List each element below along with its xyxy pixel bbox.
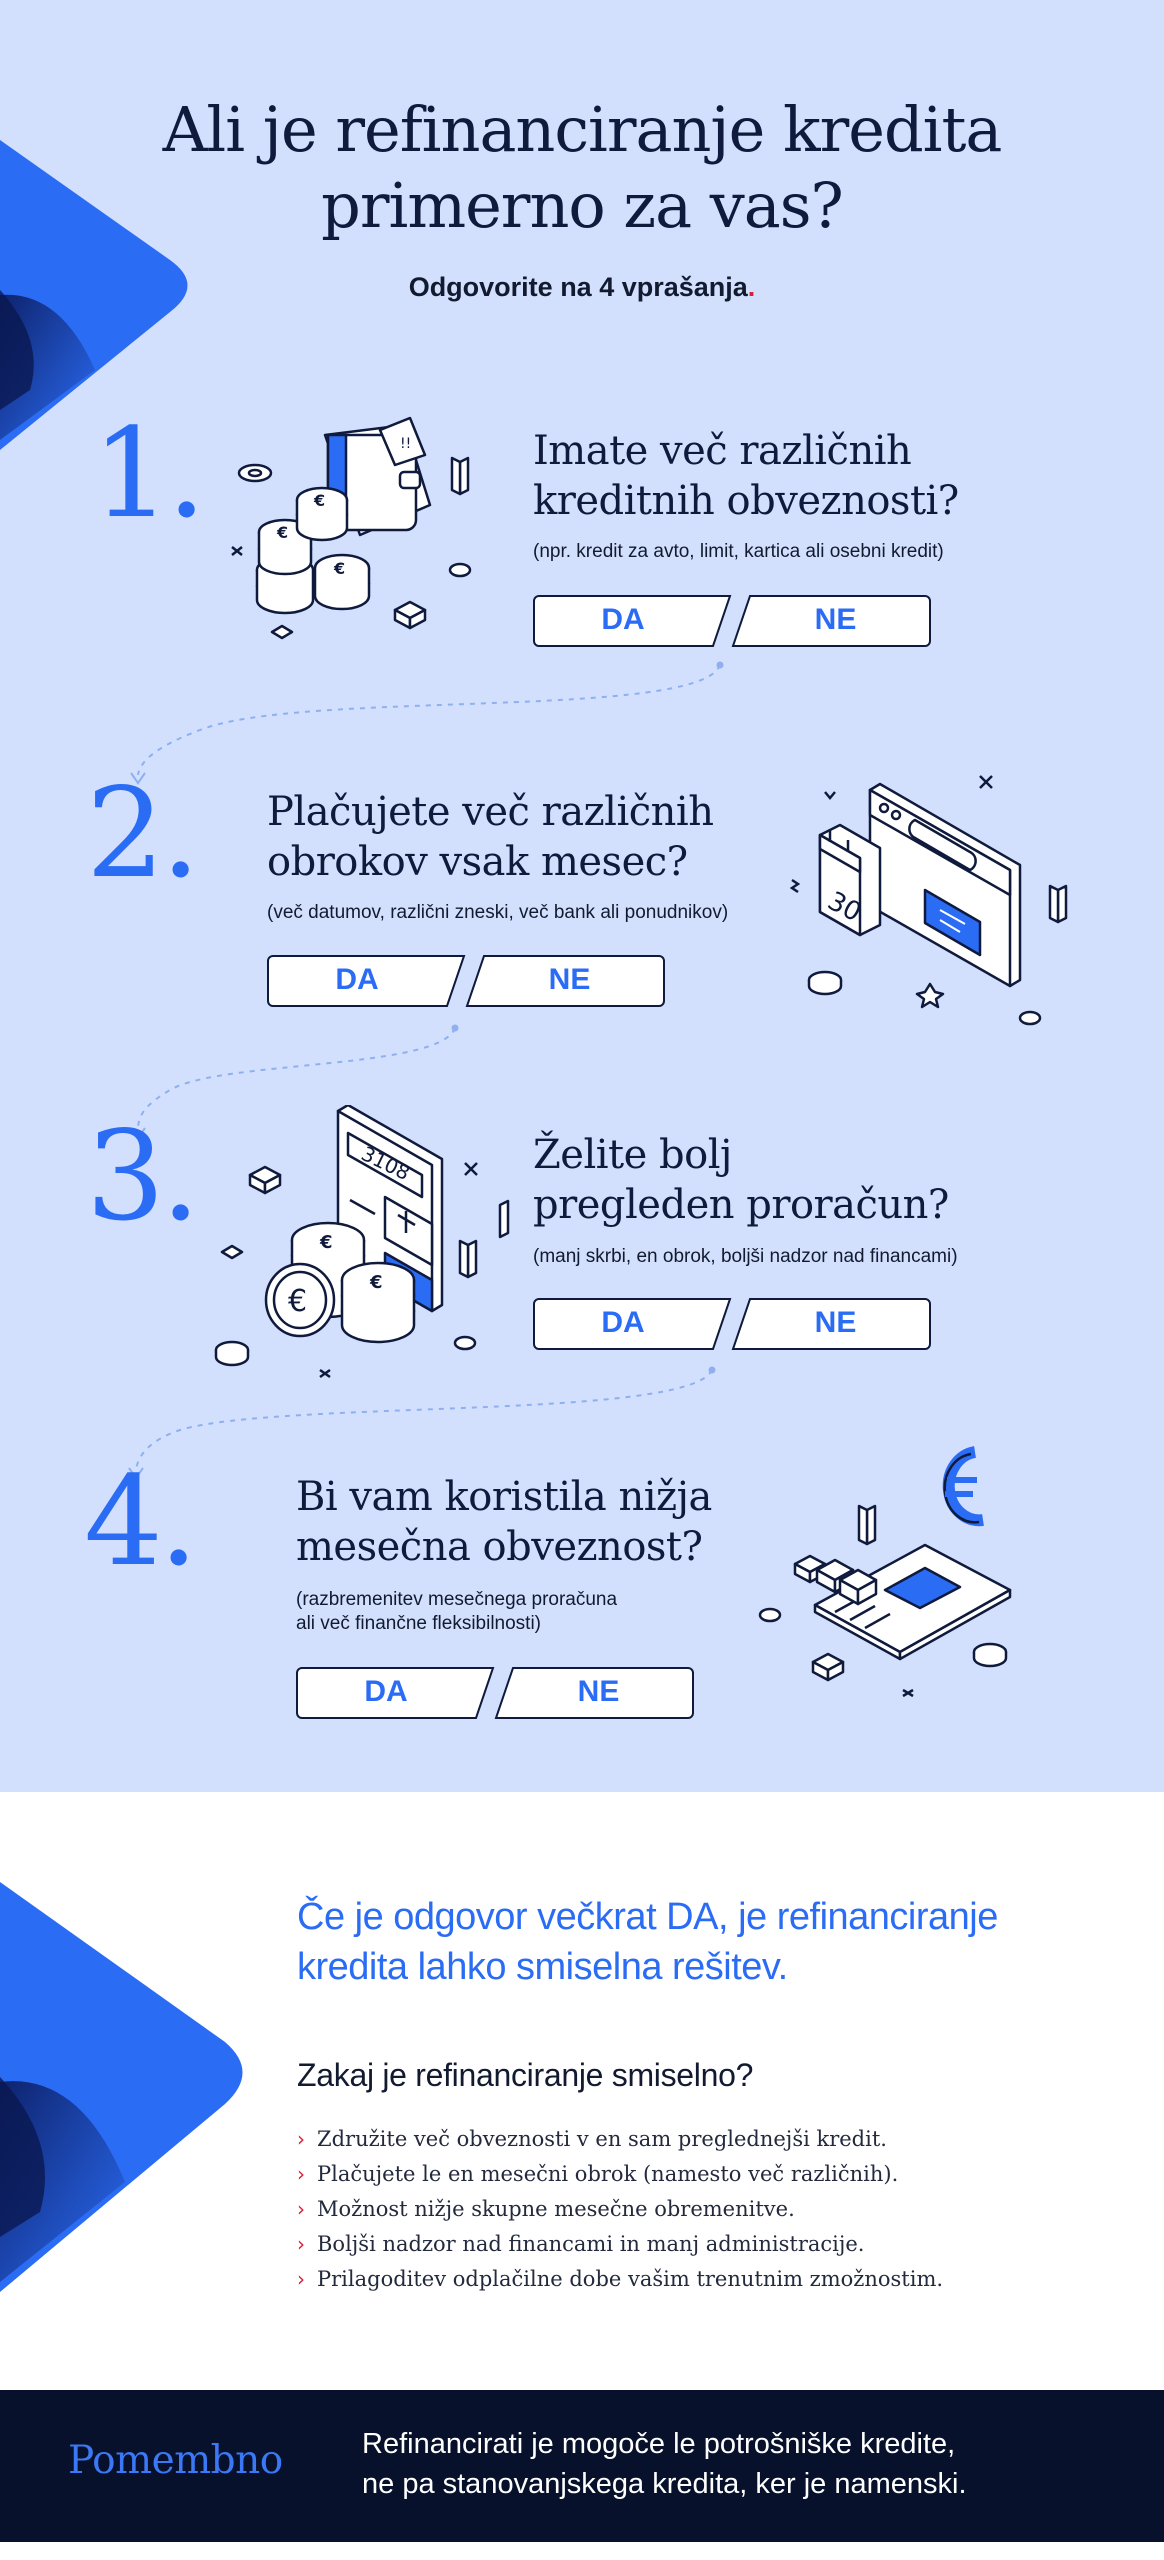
answer-group: DA NE bbox=[296, 1667, 694, 1719]
svg-text:€: € bbox=[288, 1284, 307, 1319]
calculator-coins-icon: 3108 € € bbox=[214, 1105, 510, 1379]
note-text-line-2: ne pa stanovanjskega kredita, ker je nam… bbox=[362, 2468, 967, 2500]
answer-buttons-outline bbox=[533, 1298, 931, 1350]
page-title: Ali je refinanciranje kredita primerno z… bbox=[0, 92, 1164, 244]
reason-text: Združite več obveznosti v en sam pregled… bbox=[317, 2127, 887, 2151]
question-hint: (npr. kredit za avto, limit, kartica ali… bbox=[533, 540, 944, 564]
answer-buttons-outline bbox=[296, 1667, 694, 1719]
conclusion-lead: Če je odgovor večkrat DA, je refinancira… bbox=[297, 1892, 1137, 1992]
chevron-right-icon: › bbox=[297, 2197, 305, 2221]
answer-buttons-outline bbox=[267, 955, 665, 1007]
reasons-list: › Združite več obveznosti v en sam pregle… bbox=[297, 2122, 943, 2297]
answer-yes-button[interactable]: DA bbox=[601, 1306, 645, 1339]
svg-text:€: € bbox=[333, 559, 345, 578]
answer-yes-button[interactable]: DA bbox=[335, 963, 379, 996]
conclusion-lead-line-1: Če je odgovor večkrat DA, je refinancira… bbox=[297, 1896, 998, 1938]
reasons-heading: Zakaj je refinanciranje smiselno? bbox=[297, 2057, 754, 2093]
conclusion-lead-line-2: kredita lahko smiselna rešitev. bbox=[297, 1946, 788, 1988]
reason-item: › Prilagoditev odplačilne dobe vašim tren… bbox=[297, 2262, 943, 2297]
chevron-right-icon: › bbox=[297, 2162, 305, 2186]
question-title-line-1: Plačujete več različnih bbox=[267, 789, 714, 835]
reason-text: Plačujete le en mesečni obrok (namesto v… bbox=[317, 2162, 899, 2186]
answer-yes-button[interactable]: DA bbox=[601, 603, 645, 636]
question-title: Želite bolj pregleden proračun? bbox=[533, 1130, 949, 1230]
question-number: 1. bbox=[92, 402, 206, 546]
question-hint: (več datumov, različni zneski, več bank … bbox=[267, 901, 728, 925]
svg-text:€: € bbox=[313, 491, 325, 510]
dashed-connector-lines bbox=[128, 661, 724, 1480]
blue-chevron-decoration bbox=[0, 1882, 243, 2292]
svg-text:!!: !! bbox=[400, 436, 411, 452]
page-title-line-2: primerno za vas? bbox=[321, 169, 844, 242]
question-hint-line-1: (razbremenitev mesečnega proračuna bbox=[296, 1589, 618, 1610]
answer-group: DA NE bbox=[267, 955, 665, 1007]
answer-no-button[interactable]: NE bbox=[814, 603, 857, 636]
answer-buttons-outline bbox=[533, 595, 931, 647]
question-title-line-2: kreditnih obveznosti? bbox=[533, 478, 959, 524]
calendar-browser-icon: 30 bbox=[789, 775, 1068, 1026]
question-number: 4. bbox=[84, 1450, 198, 1594]
important-note-banner: Pomembno Refinancirati je mogoče le potr… bbox=[0, 2390, 1164, 2542]
question-title-line-2: obrokov vsak mesec? bbox=[267, 839, 688, 885]
page-title-line-1: Ali je refinanciranje kredita bbox=[162, 93, 1003, 166]
note-text: Refinancirati je mogoče le potrošniške k… bbox=[362, 2424, 1122, 2504]
svg-text:€: € bbox=[369, 1272, 383, 1293]
chevron-right-icon: › bbox=[297, 2267, 305, 2291]
answer-group: DA NE bbox=[533, 1298, 931, 1350]
page-subtitle: Odgovorite na 4 vprašanja. bbox=[0, 272, 1164, 303]
reason-item: › Boljši nadzor nad financami in manj adm… bbox=[297, 2227, 943, 2262]
question-title: Bi vam koristila nižja mesečna obveznost… bbox=[296, 1472, 712, 1572]
question-title-line-2: mesečna obveznost? bbox=[296, 1524, 703, 1570]
question-title-line-1: Bi vam koristila nižja bbox=[296, 1474, 712, 1520]
svg-text:€: € bbox=[319, 1232, 333, 1253]
answer-no-button[interactable]: NE bbox=[577, 1675, 620, 1708]
question-hint-line-1: (več datumov, različni zneski, več bank … bbox=[267, 902, 729, 923]
answer-group: DA NE bbox=[533, 595, 931, 647]
question-hint-line-1: (manj skrbi, en obrok, boljši nadzor nad… bbox=[533, 1246, 958, 1267]
answer-no-button[interactable]: NE bbox=[814, 1306, 857, 1339]
svg-text:€: € bbox=[276, 523, 288, 542]
reason-text: Prilagoditev odplačilne dobe vašim trenu… bbox=[317, 2267, 944, 2291]
subtitle-red-dot: . bbox=[747, 272, 756, 302]
page-subtitle-text: Odgovorite na 4 vprašanja bbox=[408, 272, 748, 302]
answer-no-button[interactable]: NE bbox=[548, 963, 591, 996]
blue-chevron-decoration bbox=[0, 140, 188, 450]
chevron-right-icon: › bbox=[297, 2127, 305, 2151]
note-text-line-1: Refinancirati je mogoče le potrošniške k… bbox=[362, 2428, 956, 2460]
question-title-line-1: Želite bolj bbox=[533, 1132, 732, 1178]
question-hint-line-2: ali več finančne fleksibilnosti) bbox=[296, 1613, 542, 1634]
note-heading: Pomembno bbox=[68, 2438, 283, 2483]
question-hint: (manj skrbi, en obrok, boljši nadzor nad… bbox=[533, 1245, 958, 1269]
question-number: 2. bbox=[86, 762, 200, 906]
conclusion-section: Če je odgovor večkrat DA, je refinancira… bbox=[0, 1792, 1164, 2390]
reason-text: Boljši nadzor nad financami in manj admi… bbox=[317, 2232, 865, 2256]
question-number: 3. bbox=[86, 1105, 200, 1249]
reason-item: › Možnost nižje skupne mesečne obremenitv… bbox=[297, 2192, 943, 2227]
reason-item: › Plačujete le en mesečni obrok (namesto … bbox=[297, 2157, 943, 2192]
reason-item: › Združite več obveznosti v en sam pregle… bbox=[297, 2122, 943, 2157]
wallet-coins-icon: !! € € € bbox=[231, 416, 472, 640]
question-title-line-1: Imate več različnih bbox=[533, 428, 912, 474]
question-title-line-2: pregleden proračun? bbox=[533, 1182, 949, 1228]
answer-yes-button[interactable]: DA bbox=[364, 1675, 408, 1708]
question-hint-line-1: (npr. kredit za avto, limit, kartica ali… bbox=[533, 541, 944, 562]
question-title: Plačujete več različnih obrokov vsak mes… bbox=[267, 787, 714, 887]
chevron-right-icon: › bbox=[297, 2232, 305, 2256]
question-hint: (razbremenitev mesečnega proračuna ali v… bbox=[296, 1588, 617, 1636]
quiz-section: Ali je refinanciranje kredita primerno z… bbox=[0, 0, 1164, 1792]
euro-chart-icon bbox=[758, 1446, 1012, 1698]
reason-text: Možnost nižje skupne mesečne obremenitve… bbox=[317, 2197, 795, 2221]
question-title: Imate več različnih kreditnih obveznosti… bbox=[533, 426, 959, 526]
